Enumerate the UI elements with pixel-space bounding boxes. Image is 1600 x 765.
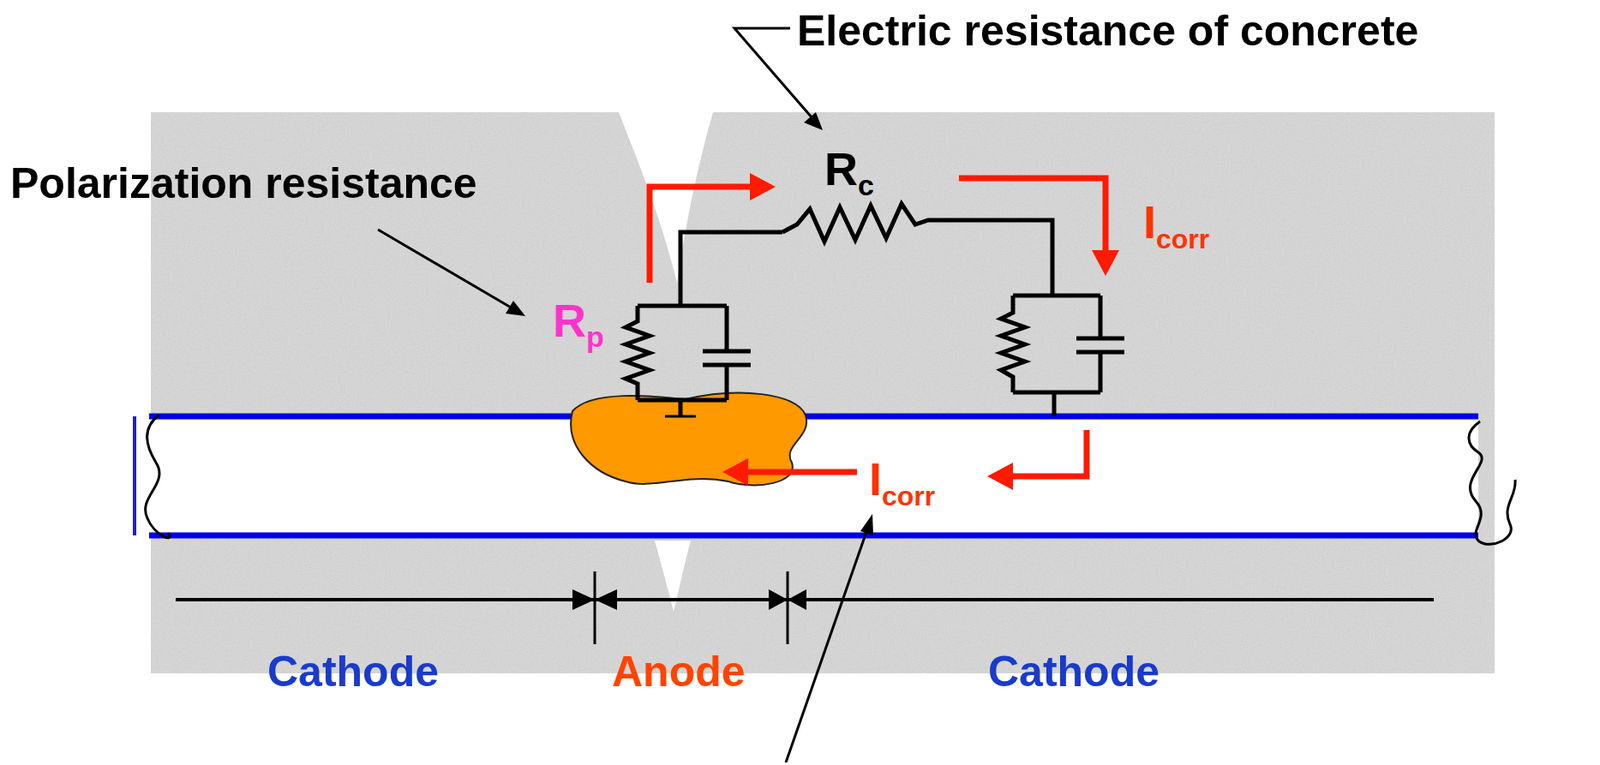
- resistor-label: Rp: [552, 293, 605, 354]
- rebar-body: [150, 416, 1479, 536]
- current-arrow: [649, 178, 1106, 477]
- rebar-edge: [149, 413, 1479, 420]
- crack: [618, 112, 714, 283]
- callout-label: Polarization resistance: [10, 159, 478, 210]
- zone-label: Cathode: [267, 647, 439, 698]
- leader-line: [377, 28, 868, 763]
- zone-label: Anode: [611, 647, 746, 698]
- rebar-edge: [149, 533, 1479, 540]
- current-label: Icorr: [1143, 195, 1210, 256]
- break-mark: [145, 414, 170, 539]
- resistor-label: Rc: [824, 142, 875, 203]
- dimension-line: [175, 571, 1434, 645]
- current-label: Icorr: [868, 452, 935, 513]
- arrowhead: [505, 112, 874, 536]
- title-callout: Electric resistance of concrete: [797, 6, 1419, 57]
- cathode-rc-element: [1000, 295, 1125, 417]
- zone-label: Cathode: [988, 647, 1160, 698]
- resistor-symbol: [782, 203, 1053, 296]
- arrowhead: [722, 173, 1120, 491]
- break-mark: [1468, 421, 1516, 545]
- rebar-end: [132, 416, 137, 536]
